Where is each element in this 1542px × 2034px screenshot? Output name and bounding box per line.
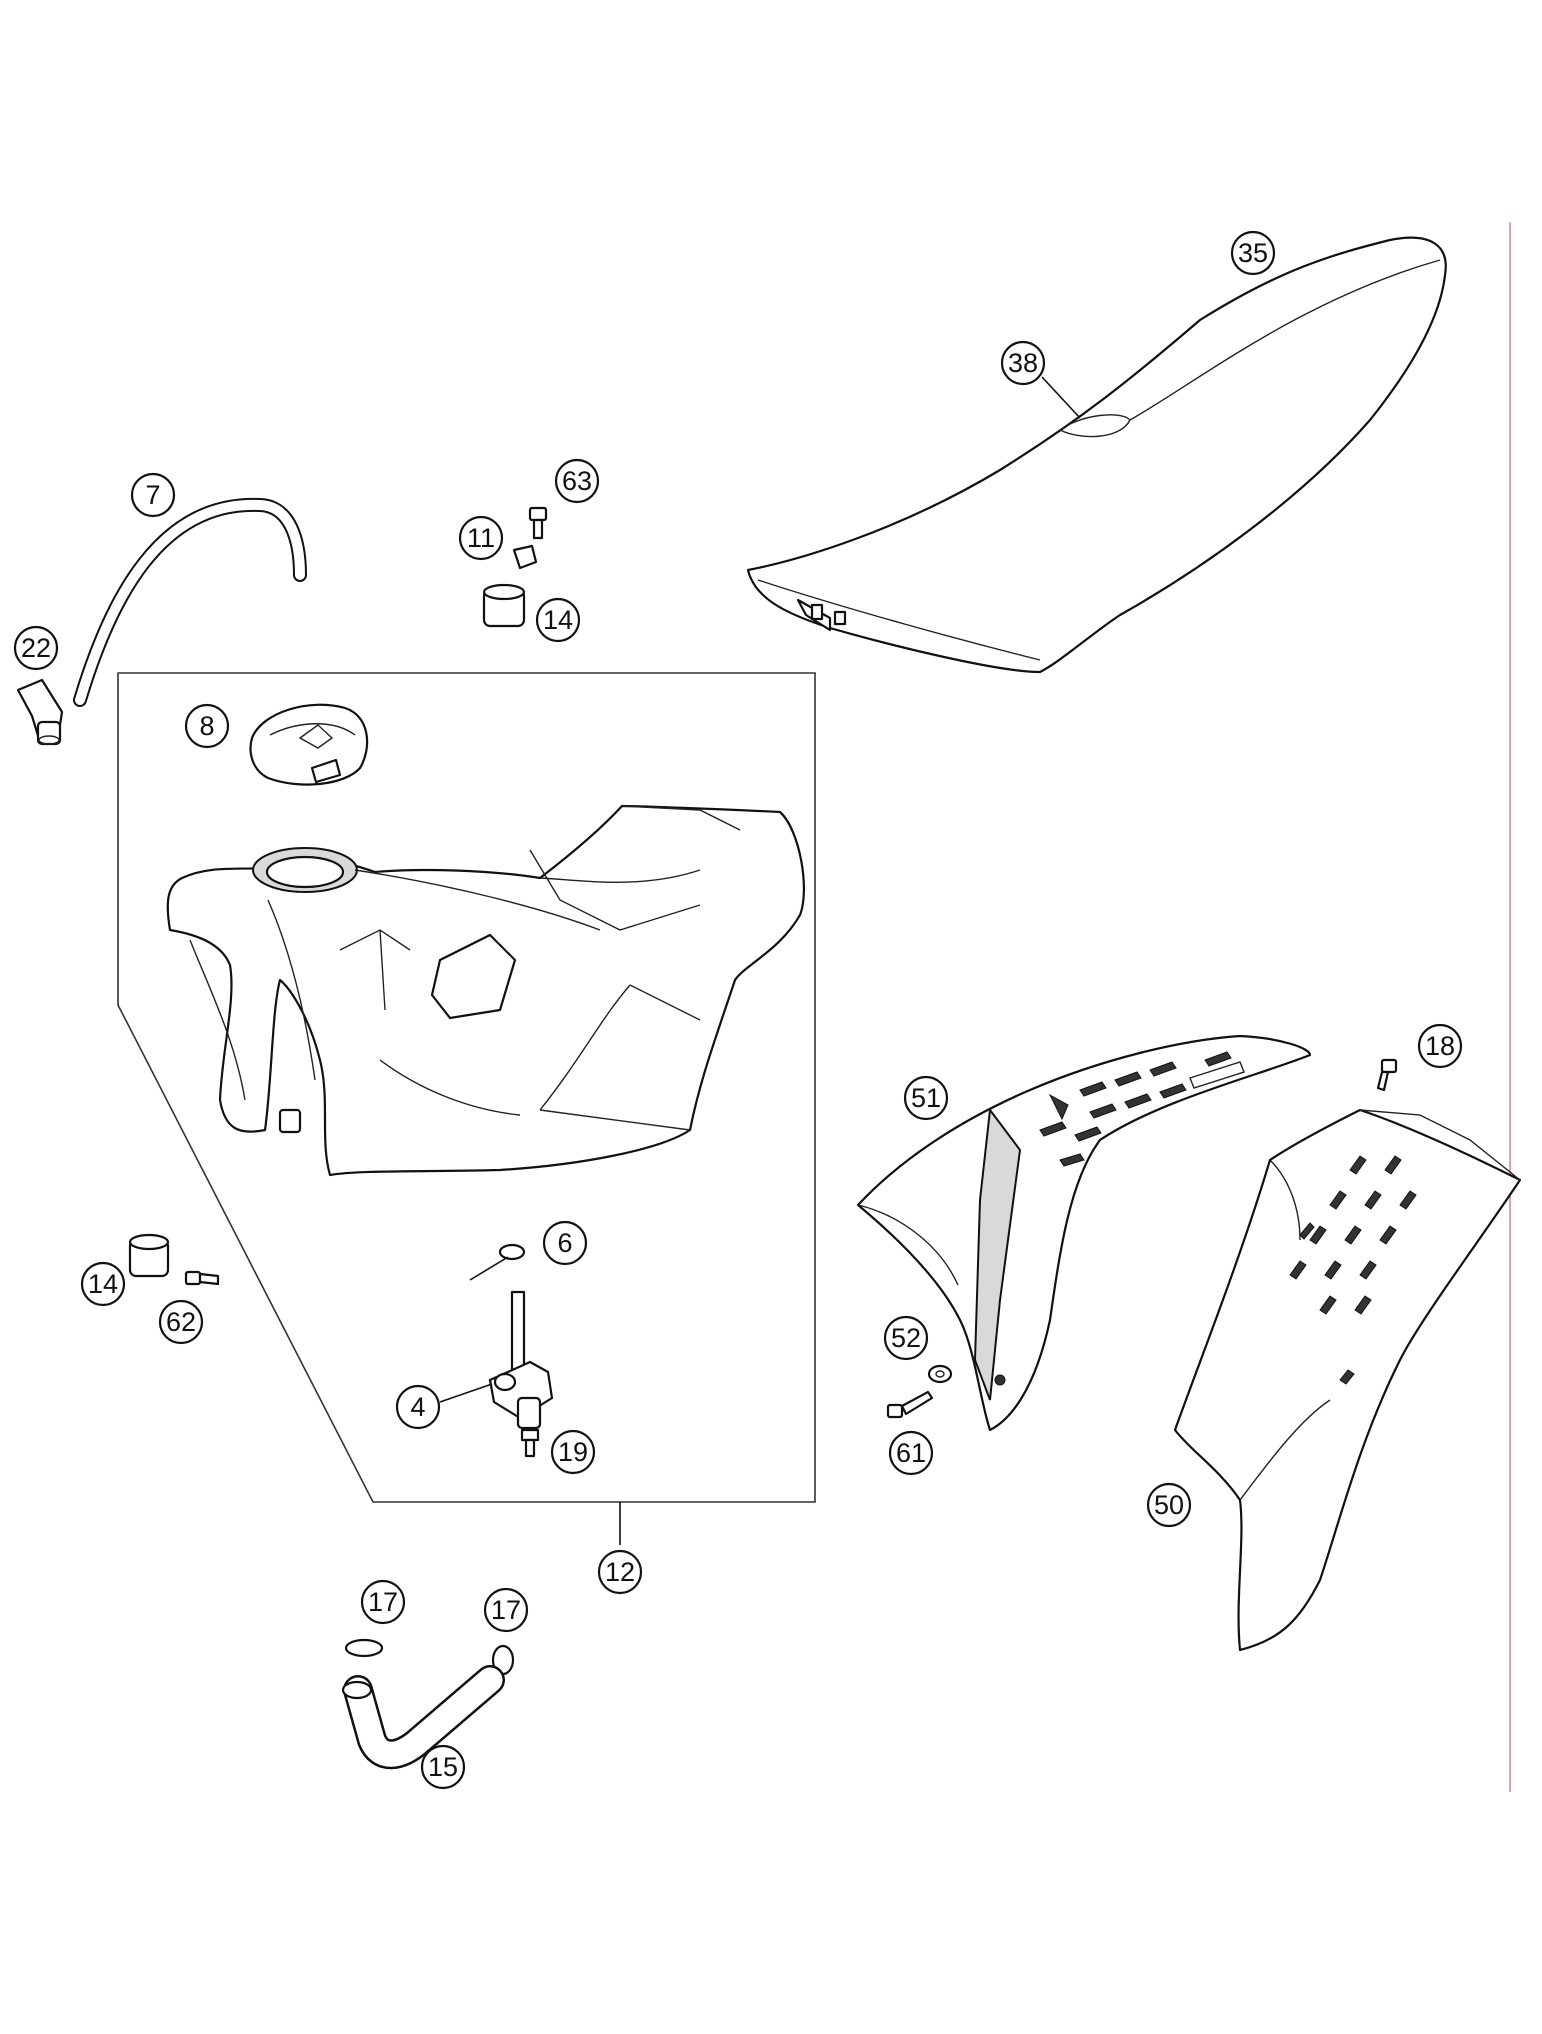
callout-38: 38: [1000, 340, 1046, 386]
svg-text:22: 22: [21, 633, 51, 663]
callout-18: 18: [1417, 1023, 1463, 1069]
svg-text:50: 50: [1154, 1490, 1184, 1520]
callout-14-top: 14: [535, 597, 581, 643]
screw-19-part: [520, 1428, 540, 1458]
callout-50: 50: [1146, 1482, 1192, 1528]
callout-19: 19: [550, 1429, 596, 1475]
svg-text:17: 17: [368, 1587, 398, 1617]
svg-text:11: 11: [467, 523, 495, 553]
svg-text:38: 38: [1008, 348, 1038, 378]
seat-part: [746, 236, 1447, 674]
callout-35: 35: [1230, 230, 1276, 276]
callout-12: 12: [597, 1549, 643, 1595]
svg-text:63: 63: [562, 466, 592, 496]
screw-61-part: [886, 1390, 934, 1419]
screw-62-part: [184, 1270, 220, 1286]
nut-11-part: [512, 544, 538, 570]
svg-text:17: 17: [491, 1595, 521, 1625]
clamp-17-left-part: [344, 1638, 384, 1658]
callout-6: 6: [542, 1220, 588, 1266]
leader-4: [439, 1383, 493, 1403]
hose-elbow-part: [16, 678, 64, 746]
svg-text:7: 7: [145, 480, 160, 510]
svg-text:18: 18: [1425, 1031, 1455, 1061]
callout-17-left: 17: [360, 1579, 406, 1625]
callout-51: 51: [903, 1075, 949, 1121]
svg-text:8: 8: [199, 711, 214, 741]
screw-63-part: [528, 506, 548, 540]
shroud-51-part: [856, 1034, 1312, 1432]
svg-text:19: 19: [558, 1437, 588, 1467]
callout-8: 8: [184, 703, 230, 749]
vent-hose-part: [73, 497, 307, 707]
svg-text:4: 4: [410, 1392, 425, 1422]
svg-text:62: 62: [166, 1307, 196, 1337]
fuel-cap-part: [249, 703, 369, 786]
callout-15: 15: [420, 1744, 466, 1790]
callout-17-right: 17: [483, 1587, 529, 1633]
fuel-tank-part: [166, 804, 806, 1177]
o-ring-part: [498, 1243, 526, 1261]
fuel-tank-group-frame: [117, 672, 816, 1503]
bushing-14-top-part: [482, 583, 526, 628]
bushing-14-left-part: [128, 1233, 170, 1278]
fuel-tap-part: [488, 1290, 554, 1430]
svg-text:61: 61: [896, 1438, 926, 1468]
leader-6: [469, 1256, 509, 1281]
svg-text:51: 51: [911, 1083, 941, 1113]
leader-38: [1041, 376, 1081, 419]
svg-text:12: 12: [605, 1557, 635, 1587]
svg-text:14: 14: [88, 1269, 118, 1299]
washer-52-part: [927, 1364, 953, 1384]
fuel-hose-part: [341, 1665, 505, 1770]
callout-62: 62: [158, 1299, 204, 1345]
callout-22: 22: [13, 625, 59, 671]
svg-text:52: 52: [891, 1323, 921, 1353]
callout-7: 7: [130, 472, 176, 518]
callout-4: 4: [395, 1384, 441, 1430]
svg-text:14: 14: [543, 605, 573, 635]
screw-18-part: [1376, 1058, 1398, 1092]
svg-text:15: 15: [428, 1752, 458, 1782]
svg-text:35: 35: [1238, 238, 1268, 268]
svg-text:6: 6: [557, 1228, 572, 1258]
callout-61: 61: [888, 1430, 934, 1476]
callout-63: 63: [554, 458, 600, 504]
callout-52: 52: [883, 1315, 929, 1361]
callout-14-left: 14: [80, 1261, 126, 1307]
shroud-50-part: [1173, 1108, 1522, 1652]
callout-11: 11: [458, 515, 504, 561]
